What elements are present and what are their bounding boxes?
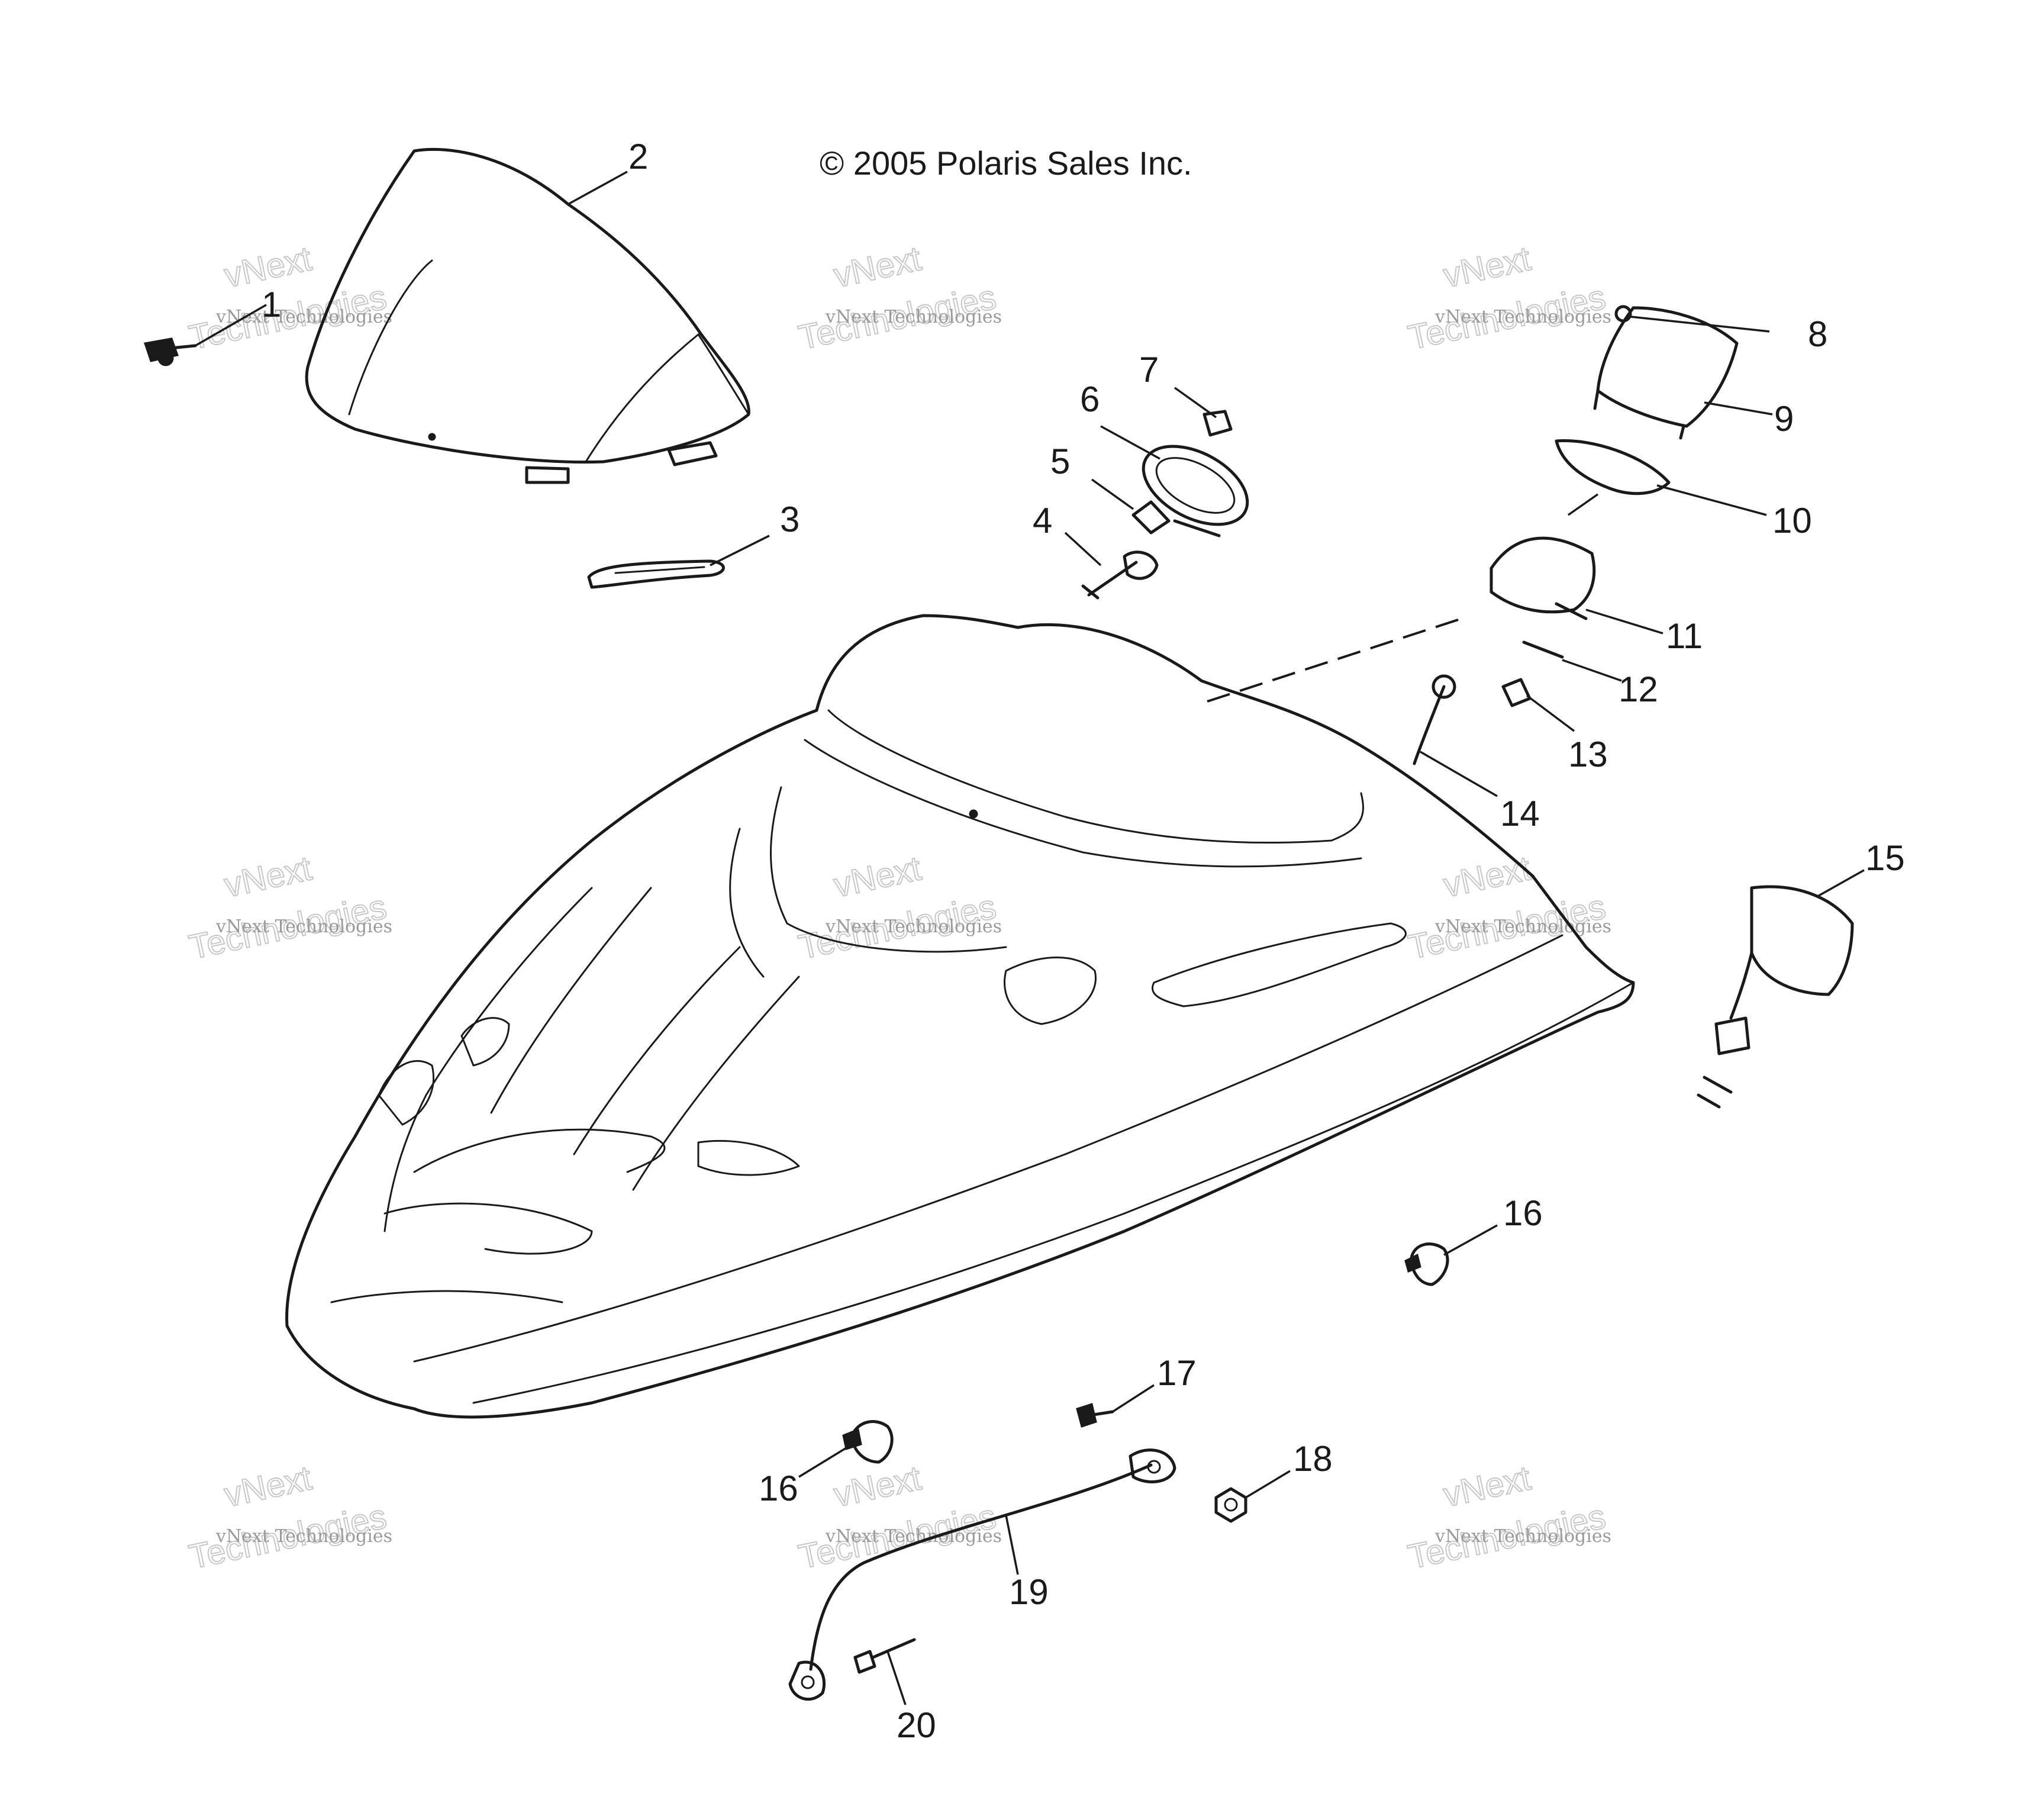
nut-part-18 [1214,1487,1247,1523]
watermark-small-text: vNext Technologies [215,916,392,937]
callout-20: 20 [897,1705,936,1745]
strip-part-3 [587,559,725,589]
watermark-small-text: vNext Technologies [1434,1526,1611,1547]
assembly-line-gauge [1567,493,1599,516]
leader-lines [195,170,1865,1705]
callout-14: 14 [1500,794,1540,833]
gauge-cover-part-9 [1593,306,1739,440]
callout-5: 5 [1050,442,1070,481]
clamp-part-16-left [842,1420,894,1464]
watermark-top-text: vNext [221,1459,315,1514]
callout-1: 1 [262,285,281,324]
callout-3: 3 [780,500,799,539]
watermark-top-text: vNext [1440,849,1534,904]
callout-4: 4 [1033,501,1052,540]
screw-part-1 [144,337,197,366]
pin-part-7 [1202,410,1233,437]
callout-13: 13 [1568,735,1608,774]
callout-16-left: 16 [759,1469,798,1508]
callout-15: 15 [1865,838,1905,878]
watermark-small-text: vNext Technologies [215,1526,392,1547]
mirror-part-15 [1697,885,1854,1109]
callout-18: 18 [1293,1439,1333,1479]
watermark-small-text: vNext Technologies [1434,916,1611,937]
rivet-part-20 [853,1638,916,1674]
watermark-top-text: vNext [831,1459,925,1514]
hood-body [285,614,1635,1419]
watermark-small-text: vNext Technologies [825,916,1002,937]
callout-10: 10 [1772,501,1812,540]
watermark-top-text: vNext [1440,239,1534,295]
spring-part-12 [1522,640,1564,659]
bezel-part-11 [1490,536,1596,620]
plate-part-5 [1131,500,1171,535]
watermark-top-text: vNext [1440,1459,1534,1514]
cable-part-14 [1413,674,1456,765]
ring-part-6 [1142,445,1249,537]
watermark-top-text: vNext [831,849,925,904]
callout-6: 6 [1080,379,1100,419]
bolt-part-4 [1081,550,1159,600]
gasket-part-10 [1555,439,1671,495]
callout-12: 12 [1619,669,1658,709]
callout-9: 9 [1774,399,1794,439]
callout-11: 11 [1666,616,1703,656]
watermark-small-text: vNext Technologies [1434,307,1611,327]
callout-7: 7 [1139,350,1159,389]
bolt-part-17 [1076,1403,1114,1428]
clamp-part-16-right [1404,1242,1449,1286]
dashed-assembly-line [1207,617,1462,703]
callout-17: 17 [1157,1353,1197,1393]
tether-cable-part-19 [788,1448,1176,1701]
watermark-small-text: vNext Technologies [215,307,392,327]
watermark-small-text: vNext Technologies [825,307,1002,327]
watermark-top-text: vNext [831,239,925,295]
watermark-top-text: vNext [221,849,315,904]
callout-2: 2 [628,137,648,176]
callout-labels: 1 2 3 4 5 6 7 8 9 10 11 12 13 14 15 16 1… [262,137,1905,1745]
callout-8: 8 [1808,314,1827,354]
nut-part-13 [1501,678,1532,707]
copyright-text: © 2005 Polaris Sales Inc. [820,144,1192,182]
windshield [305,147,750,484]
callout-19: 19 [1009,1572,1049,1612]
callout-16-right: 16 [1503,1193,1543,1233]
